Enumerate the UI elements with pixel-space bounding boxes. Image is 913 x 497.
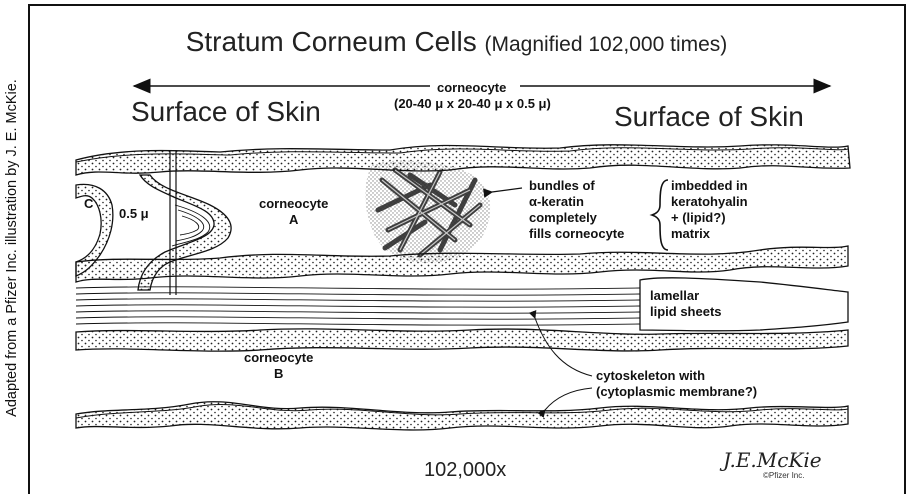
- lamellar-sheets: [76, 287, 640, 325]
- corneocyte-a-line2: A: [259, 212, 328, 228]
- artist-signature: J.E.McKie: [723, 448, 822, 472]
- bottom-membrane: [76, 402, 848, 430]
- surface-left-label: Surface of Skin: [131, 96, 321, 128]
- lamellar-line1: lamellar: [650, 288, 722, 304]
- thickness-label: 0.5 μ: [117, 206, 151, 222]
- cytoskeleton-label: cytoskeleton with (cytoplasmic membrane?…: [596, 368, 757, 400]
- corneocyte-b-line2: B: [244, 366, 313, 382]
- copyright-text: ©Pfizer Inc.: [763, 471, 804, 480]
- lamellar-line2: lipid sheets: [650, 304, 722, 320]
- page-title: Stratum Corneum Cells (Magnified 102,000…: [0, 26, 913, 58]
- bundles-line3: completely: [529, 210, 624, 226]
- bundles-line2: α-keratin: [529, 194, 624, 210]
- surface-right-label: Surface of Skin: [614, 101, 804, 133]
- title-subtitle: (Magnified 102,000 times): [484, 33, 727, 56]
- imbedded-label: imbedded in keratohyalin + (lipid?) matr…: [671, 178, 748, 242]
- corneocyte-label: corneocyte: [437, 80, 506, 95]
- imbedded-line2: keratohyalin: [671, 194, 748, 210]
- lower-membrane: [76, 329, 848, 351]
- cytoskeleton-line1: cytoskeleton with: [596, 368, 757, 384]
- bundles-label: bundles of α-keratin completely fills co…: [529, 178, 624, 242]
- magnification-label: 102,000x: [424, 459, 506, 482]
- corneocyte-b-line1: corneocyte: [244, 350, 313, 366]
- imbedded-line4: matrix: [671, 226, 748, 242]
- corneocyte-a-line1: corneocyte: [259, 196, 328, 212]
- corneocyte-b-label: corneocyte B: [244, 350, 313, 382]
- imbedded-line3: + (lipid?): [671, 210, 748, 226]
- lamellar-label: lamellar lipid sheets: [650, 288, 722, 320]
- cytoskeleton-line2: (cytoplasmic membrane?): [596, 384, 757, 400]
- dimension-label: (20-40 μ x 20-40 μ x 0.5 μ): [394, 96, 551, 111]
- title-main: Stratum Corneum Cells: [186, 26, 485, 57]
- bundles-line1: bundles of: [529, 178, 624, 194]
- imbedded-line1: imbedded in: [671, 178, 748, 194]
- bundles-line4: fills corneocyte: [529, 226, 624, 242]
- corneocyte-a-label: corneocyte A: [259, 196, 328, 228]
- cell-c-label: C: [84, 196, 93, 212]
